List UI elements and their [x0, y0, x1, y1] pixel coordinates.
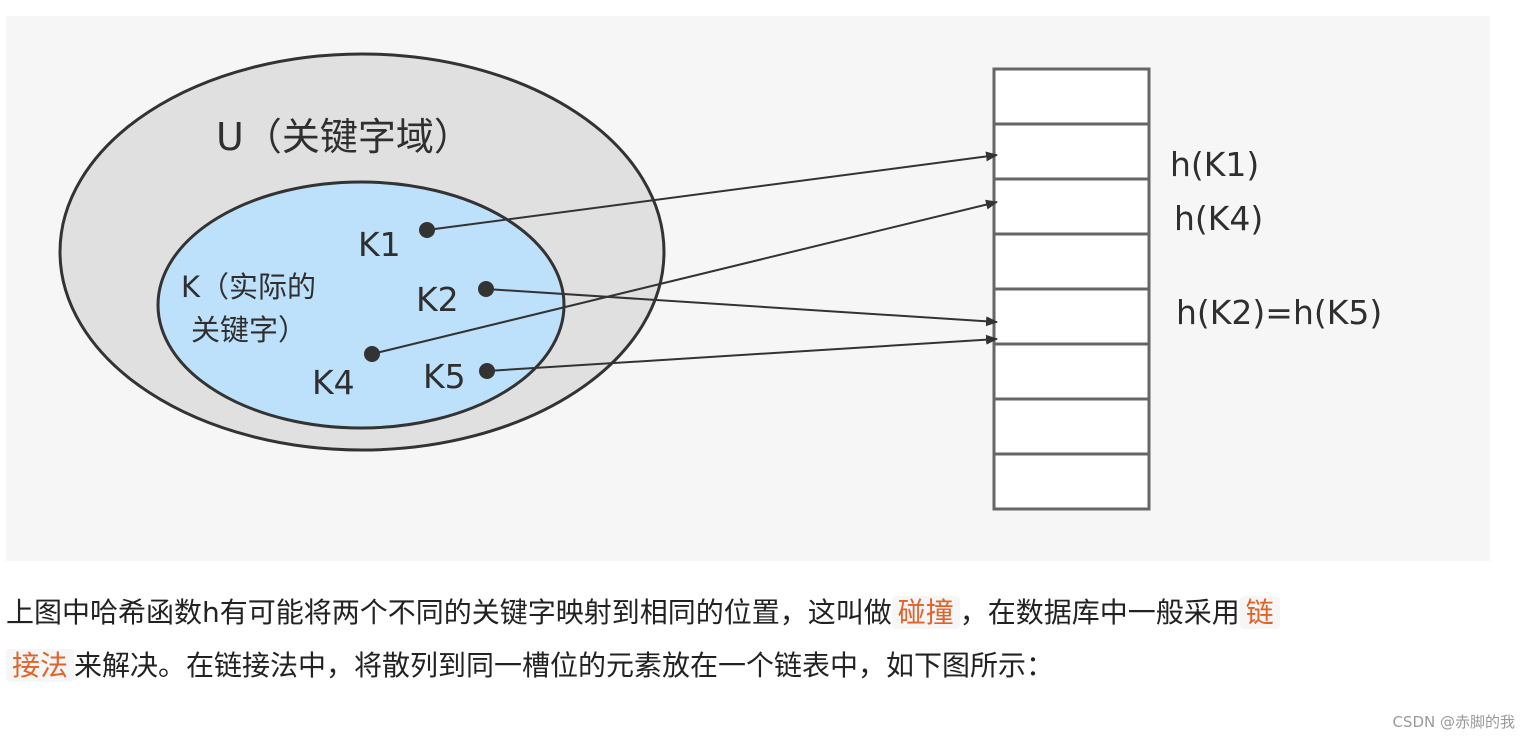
- slot-label-h-k1: h(K1): [1170, 145, 1259, 184]
- term-chaining-part1: 链: [1239, 596, 1280, 629]
- hash-slot: [992, 452, 1151, 511]
- arrow-k2: [485, 288, 998, 327]
- slot-label-h-k2-h-k5: h(K2)=h(K5): [1176, 293, 1382, 332]
- arrow-k4: [371, 199, 998, 355]
- term-chaining-part2: 接法: [6, 649, 75, 682]
- hash-slot: [992, 232, 1151, 291]
- paragraph-text-1: 上图中哈希函数h有可能将两个不同的关键字映射到相同的位置，这叫做: [6, 596, 892, 629]
- term-collision: 碰撞: [891, 596, 960, 629]
- key-label-k1: K1: [358, 225, 401, 264]
- key-label-k5: K5: [423, 357, 466, 396]
- arrow-k1: [426, 151, 998, 231]
- paragraph-text-2: ，在数据库中一般采用: [959, 596, 1240, 629]
- key-label-k2: K2: [416, 280, 459, 319]
- watermark: CSDN @赤脚的我: [1392, 713, 1515, 731]
- paragraph-text-3: 来解决。在链接法中，将散列到同一槽位的元素放在一个链表中，如下图所示：: [74, 649, 1055, 682]
- hash-slot: [992, 177, 1151, 236]
- actual-keys-label-line1: K（实际的: [181, 270, 316, 304]
- hash-slot: [992, 397, 1151, 456]
- key-label-k4: K4: [312, 363, 355, 402]
- slot-label-h-k4: h(K4): [1174, 199, 1263, 238]
- description-paragraph: 上图中哈希函数h有可能将两个不同的关键字映射到相同的位置，这叫做碰撞，在数据库中…: [6, 586, 1506, 692]
- hash-slot: [992, 122, 1151, 181]
- actual-keys-label-line2: 关键字）: [191, 313, 307, 347]
- hash-slot: [992, 287, 1151, 346]
- arrow-k5: [486, 334, 998, 372]
- hash-table: [992, 67, 1151, 511]
- hash-slot: [992, 67, 1151, 126]
- hash-slot: [992, 342, 1151, 401]
- actual-keys-ellipse: [156, 180, 566, 430]
- universe-label: U（关键字域）: [216, 115, 472, 159]
